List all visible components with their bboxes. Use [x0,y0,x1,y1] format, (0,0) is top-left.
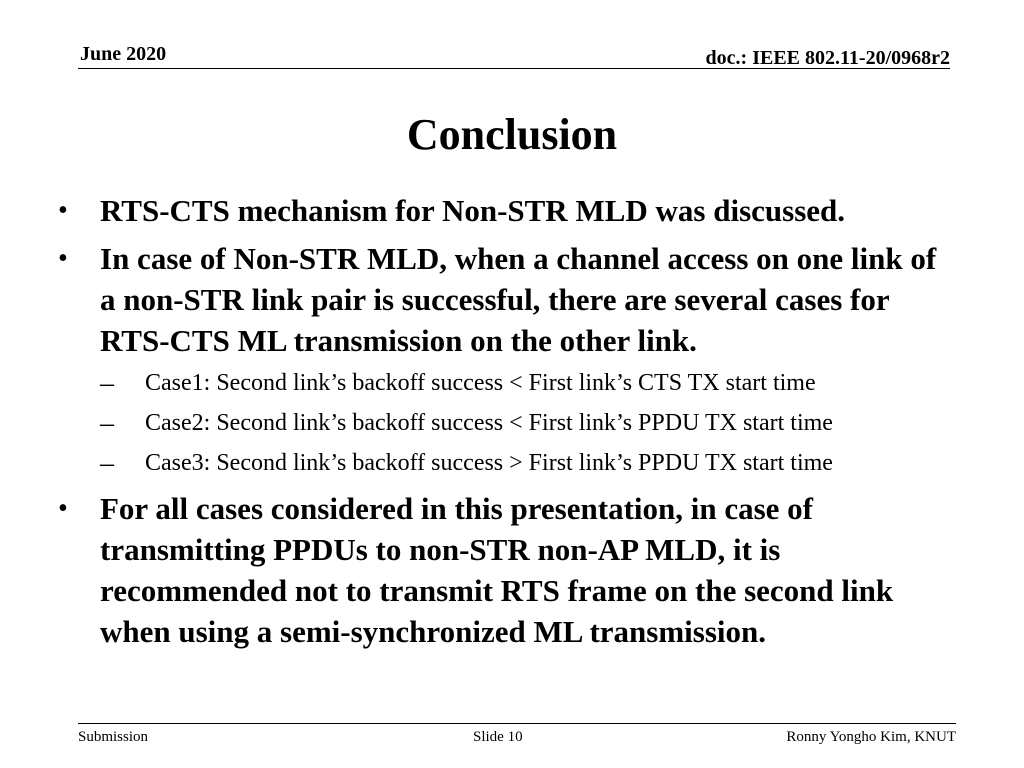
bullet-text: In case of Non-STR MLD, when a channel a… [100,241,937,358]
header-divider [78,68,950,69]
footer-submission: Submission [78,729,149,745]
sub-bullet-text: Case2: Second link’s backoff success < F… [145,410,833,436]
sub-bullet-text: Case1: Second link’s backoff success < F… [145,370,816,396]
footer-slide-number: Slide 10 [473,729,523,745]
footer-author: Ronny Yongho Kim, KNUT [786,729,956,745]
bullet-text: For all cases considered in this present… [100,491,894,649]
sub-bullet-list: – Case1: Second link’s backoff success <… [100,366,956,481]
bullet-item: • For all cases considered in this prese… [56,488,956,652]
sub-bullet-item: – Case3: Second link’s backoff success >… [100,446,956,481]
slide-title: Conclusion [406,110,618,159]
dash-marker: – [100,408,114,439]
bullet-text: RTS-CTS mechanism for Non-STR MLD was di… [100,193,846,228]
bullet-marker: • [58,243,68,274]
sub-bullet-item: – Case2: Second link’s backoff success <… [100,406,956,441]
bullet-item: • In case of Non-STR MLD, when a channel… [56,238,956,481]
dash-marker: – [100,368,114,399]
sub-bullet-item: – Case1: Second link’s backoff success <… [100,366,956,401]
bullet-marker: • [58,493,68,524]
footer-divider [78,723,956,724]
bullet-marker: • [58,195,68,226]
header-doc-id: doc.: IEEE 802.11-20/0968r2 [705,47,950,69]
sub-bullet-text: Case3: Second link’s backoff success > F… [145,450,833,476]
header-date: June 2020 [80,43,167,65]
bullet-list: • RTS-CTS mechanism for Non-STR MLD was … [56,190,956,659]
bullet-item: • RTS-CTS mechanism for Non-STR MLD was … [56,190,956,231]
dash-marker: – [100,448,114,479]
